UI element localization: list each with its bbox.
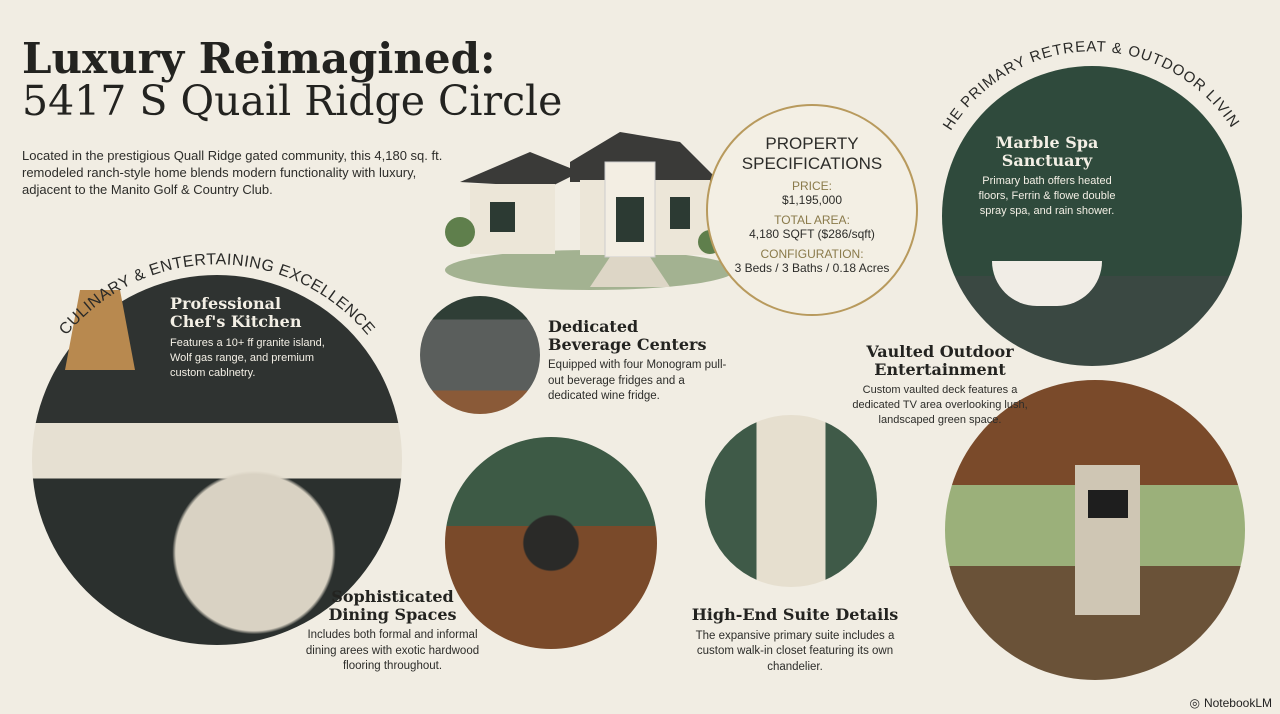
notebooklm-badge: ◎ NotebookLM bbox=[1189, 696, 1272, 710]
spa-title-1: Marble Spa bbox=[995, 133, 1099, 152]
suite-text: The expansive primary suite includes a c… bbox=[695, 629, 895, 673]
beverage-title-2: Beverage Centers bbox=[548, 334, 707, 354]
kitchen-text: Features a 10+ ff granite island, Wolf g… bbox=[170, 337, 325, 379]
config-label: CONFIGURATION: bbox=[760, 247, 864, 262]
spa-text: Primary bath offers heated floors, Ferri… bbox=[978, 175, 1116, 217]
spa-image: Marble Spa Sanctuary Primary bath offers… bbox=[942, 66, 1242, 366]
dining-caption: Sophisticated Dining Spaces Includes bot… bbox=[305, 588, 480, 675]
outdoor-text: Custom vaulted deck features a dedicated… bbox=[852, 384, 1028, 426]
config-value: 3 Beds / 3 Baths / 0.18 Acres bbox=[734, 261, 890, 276]
outdoor-image bbox=[945, 380, 1245, 680]
outdoor-title-1: Vaulted Outdoor bbox=[866, 342, 1014, 361]
title-line-2: 5417 S Quail Ridge Circle bbox=[22, 76, 563, 125]
outdoor-title-2: Entertainment bbox=[874, 359, 1006, 379]
dining-text: Includes both formal and informal dining… bbox=[305, 629, 480, 673]
bathtub-illustration bbox=[992, 261, 1102, 306]
area-value: 4,180 SQFT ($286/sqft) bbox=[749, 227, 875, 242]
range-hood-illustration bbox=[65, 290, 135, 370]
kitchen-title-2: Chef's Kitchen bbox=[170, 311, 302, 331]
notebooklm-logo-icon: ◎ bbox=[1189, 696, 1200, 710]
dining-title-1: Sophisticated bbox=[331, 587, 454, 606]
beverage-text: Equipped with four Monogram pull-out bev… bbox=[548, 359, 727, 403]
price-label: PRICE: bbox=[791, 179, 832, 194]
beverage-image bbox=[420, 296, 540, 414]
house-illustration bbox=[445, 132, 735, 290]
page-title: Luxury Reimagined: 5417 S Quail Ridge Ci… bbox=[22, 34, 563, 125]
intro-text: Located in the prestigious Quall Ridge g… bbox=[22, 148, 443, 197]
spa-title-2: Sanctuary bbox=[1001, 150, 1093, 170]
area-label: TOTAL AREA: bbox=[774, 213, 850, 228]
fireplace-illustration bbox=[1075, 465, 1140, 615]
outdoor-caption: Vaulted Outdoor Entertainment Custom vau… bbox=[850, 343, 1030, 428]
specs-heading-2: SPECIFICATIONS bbox=[741, 153, 883, 173]
price-value: $1,195,000 bbox=[781, 193, 843, 208]
beverage-title-1: Dedicated bbox=[548, 317, 639, 336]
kitchen-title-1: Professional bbox=[170, 294, 282, 313]
badge-label: NotebookLM bbox=[1203, 696, 1272, 710]
spa-caption: Marble Spa Sanctuary Primary bath offers… bbox=[967, 134, 1127, 219]
tv-illustration bbox=[1088, 490, 1128, 518]
suite-caption: High-End Suite Details The expansive pri… bbox=[690, 606, 900, 675]
dining-title-2: Dining Spaces bbox=[328, 604, 457, 624]
property-specifications: PROPERTY SPECIFICATIONS PRICE: $1,195,00… bbox=[706, 104, 918, 316]
closet-image bbox=[705, 415, 877, 587]
kitchen-caption: Professional Chef's Kitchen Features a 1… bbox=[170, 295, 335, 381]
dining-image bbox=[445, 437, 657, 649]
specs-heading-1: PROPERTY bbox=[765, 134, 859, 153]
title-line-1: Luxury Reimagined: bbox=[22, 34, 496, 83]
suite-title: High-End Suite Details bbox=[691, 605, 899, 624]
beverage-caption: Dedicated Beverage Centers Equipped with… bbox=[548, 318, 728, 405]
